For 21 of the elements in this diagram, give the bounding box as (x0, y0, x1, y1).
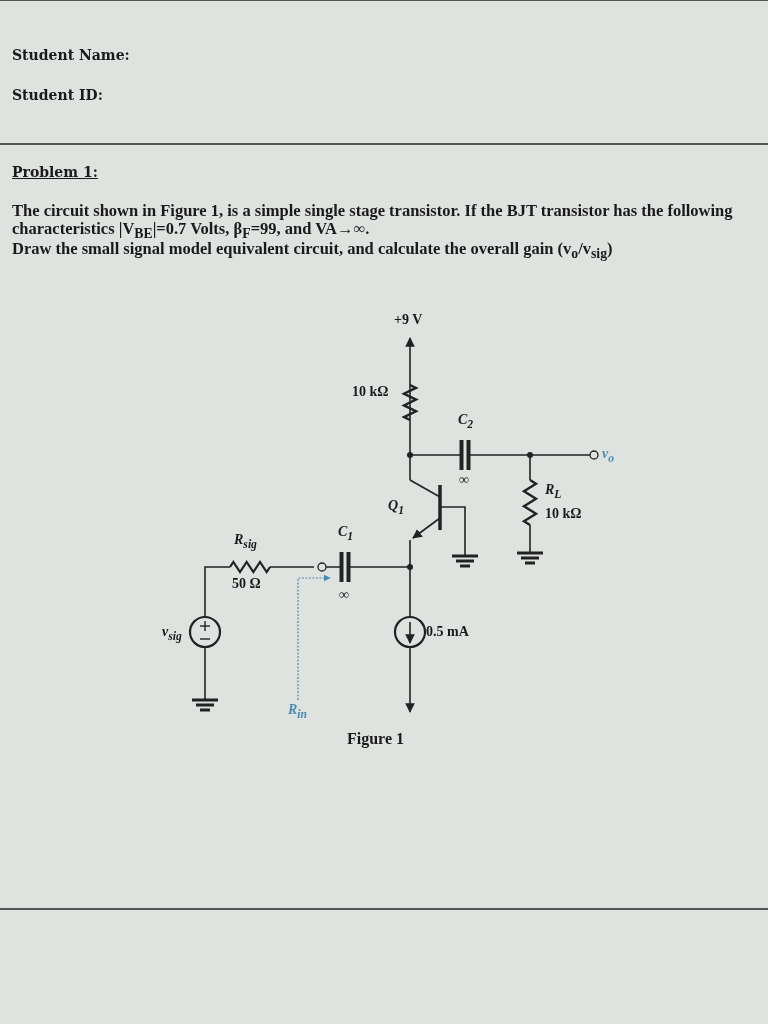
capacitor-value: ∞ (459, 472, 469, 488)
field-label: Student Name: (12, 47, 130, 63)
problem-text: Draw the small signal model equivalent circuit, and calculate the overall gain (v$_{o}$/v$_{sig}$) (12, 240, 614, 264)
capacitor-value: ∞ (339, 587, 349, 603)
figure-caption: Figure 1 (347, 730, 405, 748)
transistor-label: Q$_{1}$ (388, 498, 404, 517)
field-label: Student ID: (12, 87, 103, 103)
resistor-value: 50 Ω (232, 576, 261, 592)
capacitor-label: C$_{2}$ (458, 412, 474, 431)
voltage-label: +9 V (394, 312, 423, 328)
capacitor-label: C$_{1}$ (338, 524, 354, 543)
problem-heading: Problem 1: (12, 164, 98, 180)
output-label: v$_{o}$ (602, 446, 615, 465)
resistor-label: R$_{L}$ (545, 482, 562, 501)
current-label: 0.5 mA (426, 624, 469, 640)
resistor-label: R$_{sig}$ (234, 532, 257, 551)
problem-text: The circuit shown in Figure 1, is a simple single stage transistor. If the BJT transistor has the following characteristics |V$_{BE}$|=0.7 Volts, β$_{F}$=99, and VA→∞. (12, 202, 734, 242)
resistor-value: 10 kΩ (545, 506, 582, 522)
resistor-label: 10 kΩ (352, 384, 389, 400)
source-label: v$_{sig}$ (162, 624, 182, 643)
input-resistance-label: R$_{in}$ (288, 702, 308, 721)
